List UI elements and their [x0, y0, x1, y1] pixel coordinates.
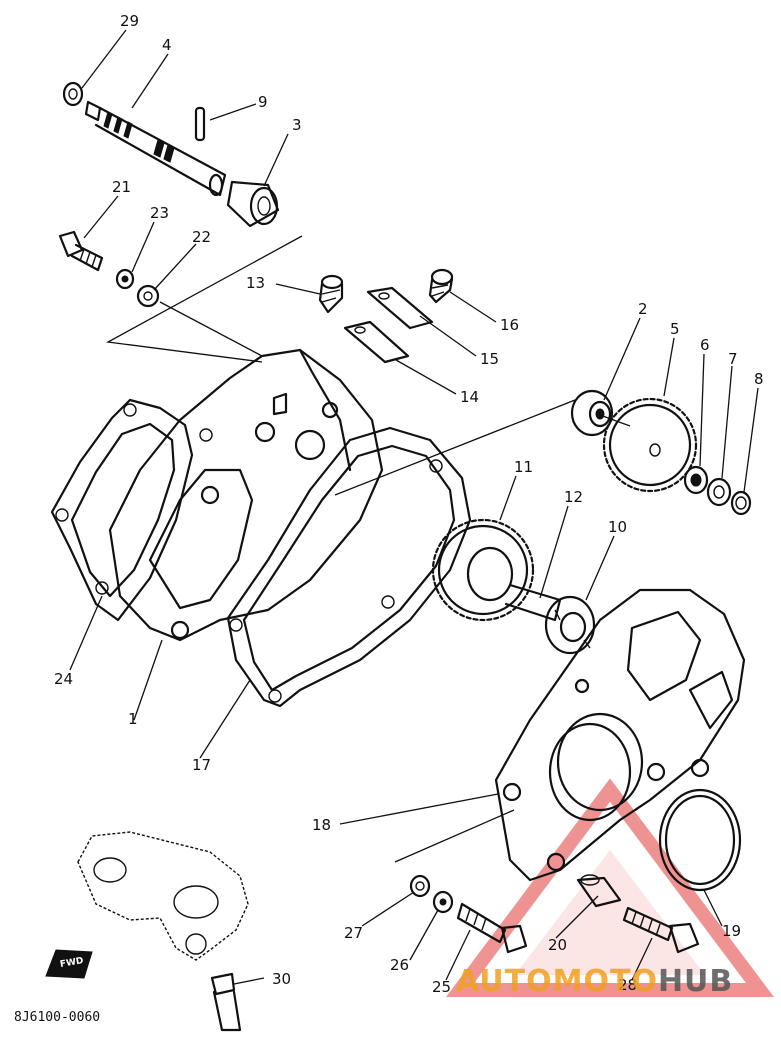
- part-label-12: 12: [564, 488, 584, 506]
- watermark-moto: MOTO: [552, 964, 658, 999]
- part-20-dowel: [576, 874, 622, 908]
- part-label-28: 28: [618, 976, 638, 994]
- diagram-code: 8J6100-0060: [14, 1010, 101, 1025]
- part-label-17: 17: [192, 756, 212, 774]
- part-18-cover: [494, 588, 746, 882]
- part-label-19: 19: [722, 922, 742, 940]
- part-13-screw: [318, 274, 344, 314]
- part-4-shaft: [84, 100, 227, 197]
- part-label-11: 11: [514, 458, 534, 476]
- part-30-joint: [210, 972, 242, 1032]
- part-22-washer: [136, 284, 160, 308]
- part-label-25: 25: [432, 978, 452, 996]
- part-label-21: 21: [112, 178, 132, 196]
- part-5-gear: [602, 397, 698, 493]
- leader-22-case: [159, 301, 263, 357]
- part-10-bearing: [544, 595, 596, 655]
- part-16-screw: [428, 268, 454, 304]
- part-label-13: 13: [246, 274, 266, 292]
- part-11-gear: [431, 518, 562, 622]
- part-label-27: 27: [344, 924, 364, 942]
- part-label-29: 29: [120, 12, 140, 30]
- part-label-5: 5: [670, 320, 680, 338]
- leader-bearing-shaft: [599, 414, 631, 427]
- part-label-14: 14: [460, 388, 480, 406]
- part-17-gasket: [226, 426, 472, 708]
- part-label-30: 30: [272, 970, 292, 988]
- engine-outline-sketch: [77, 831, 249, 961]
- part-6-washer: [683, 465, 709, 495]
- part-label-6: 6: [700, 336, 710, 354]
- watermark-triangle-logo: [446, 778, 774, 997]
- part-1-case: [108, 348, 384, 642]
- part-15-plate: [366, 286, 434, 330]
- part-7-washer: [706, 477, 732, 507]
- watermark-text: AUTOMOTOHUB: [456, 964, 733, 999]
- part-label-23: 23: [150, 204, 170, 222]
- part-label-15: 15: [480, 350, 500, 368]
- watermark-auto: AUTO: [456, 964, 553, 999]
- group-bracket-upper: [105, 235, 303, 363]
- leader-lines: [69, 29, 759, 985]
- part-23-washer: [115, 268, 135, 290]
- part-label-3: 3: [292, 116, 302, 134]
- part-29-washer: [62, 81, 84, 107]
- part-label-8: 8: [754, 370, 764, 388]
- part-21-bolt: [58, 230, 104, 272]
- part-label-24: 24: [54, 670, 74, 688]
- part-label-20: 20: [548, 936, 568, 954]
- fwd-arrow-icon: [45, 949, 93, 979]
- part-label-1: 1: [128, 710, 138, 728]
- part-label-16: 16: [500, 316, 520, 334]
- part-label-9: 9: [258, 93, 268, 111]
- part-label-4: 4: [162, 36, 172, 54]
- part-9-pin: [194, 106, 206, 142]
- part-label-26: 26: [390, 956, 410, 974]
- part-label-7: 7: [728, 350, 738, 368]
- part-2-bearing: [570, 389, 614, 437]
- part-3-collar: [226, 180, 280, 228]
- part-27-washer: [409, 874, 431, 898]
- watermark-hub: HUB: [657, 964, 734, 999]
- part-label-18: 18: [312, 816, 332, 834]
- part-label-22: 22: [192, 228, 212, 246]
- part-28-bolt: [622, 906, 700, 954]
- part-label-2: 2: [638, 300, 648, 318]
- part-26-washer: [432, 890, 454, 914]
- group-bracket-right: [334, 399, 576, 496]
- part-24-gasket: [50, 398, 194, 622]
- part-label-10: 10: [608, 518, 628, 536]
- group-bracket-lower: [394, 809, 515, 863]
- part-14-gasket: [343, 320, 410, 364]
- part-25-bolt: [456, 902, 528, 954]
- part-19-oring: [658, 788, 742, 892]
- part-8-circlip: [730, 490, 752, 516]
